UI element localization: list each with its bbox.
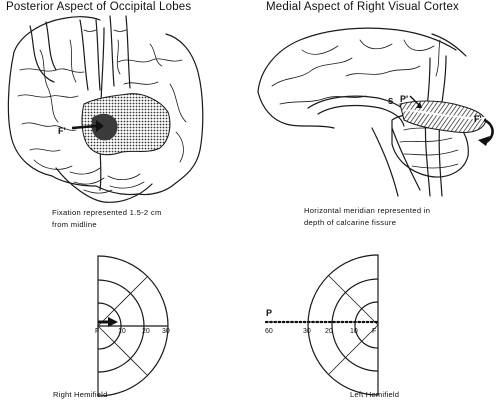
left-hemifield-point-label: P (266, 308, 272, 318)
left-hemifield-label: Left Hemifield (350, 390, 400, 399)
left-hemifield-tick-20: 20 (325, 328, 333, 335)
right-panel-title: Medial Aspect of Right Visual Cortex (266, 1, 459, 13)
right-f-prime-label: F' (474, 114, 482, 124)
right-caption-line-1: Horizontal meridian represented in (304, 206, 431, 215)
right-p-prime-label: P' (400, 94, 408, 104)
right-hemifield-label: Right Hemifield (53, 390, 108, 399)
right-caption-line-2: depth of calcarine fissure (304, 218, 397, 227)
left-f-prime-label: F' (58, 126, 66, 136)
right-hemifield-tick-20: 20 (142, 328, 150, 335)
right-hemifield-tick-30: 30 (162, 328, 170, 335)
right-hemifield-fixation-label: F (95, 328, 99, 335)
left-caption-line-1: Fixation represented 1.5-2 cm (52, 208, 162, 217)
left-caption-line-2: from midline (52, 220, 97, 229)
left-panel-title: Posterior Aspect of Occipital Lobes (6, 1, 192, 13)
left-hemifield-fixation-label: F (372, 328, 376, 335)
right-hemifield-tick-10: 10 (118, 328, 126, 335)
right-s-label: S (388, 97, 394, 106)
left-hemifield-tick-60: 60 (265, 328, 273, 335)
left-hemifield-tick-10: 10 (350, 328, 358, 335)
left-hemifield-tick-30: 30 (303, 328, 311, 335)
